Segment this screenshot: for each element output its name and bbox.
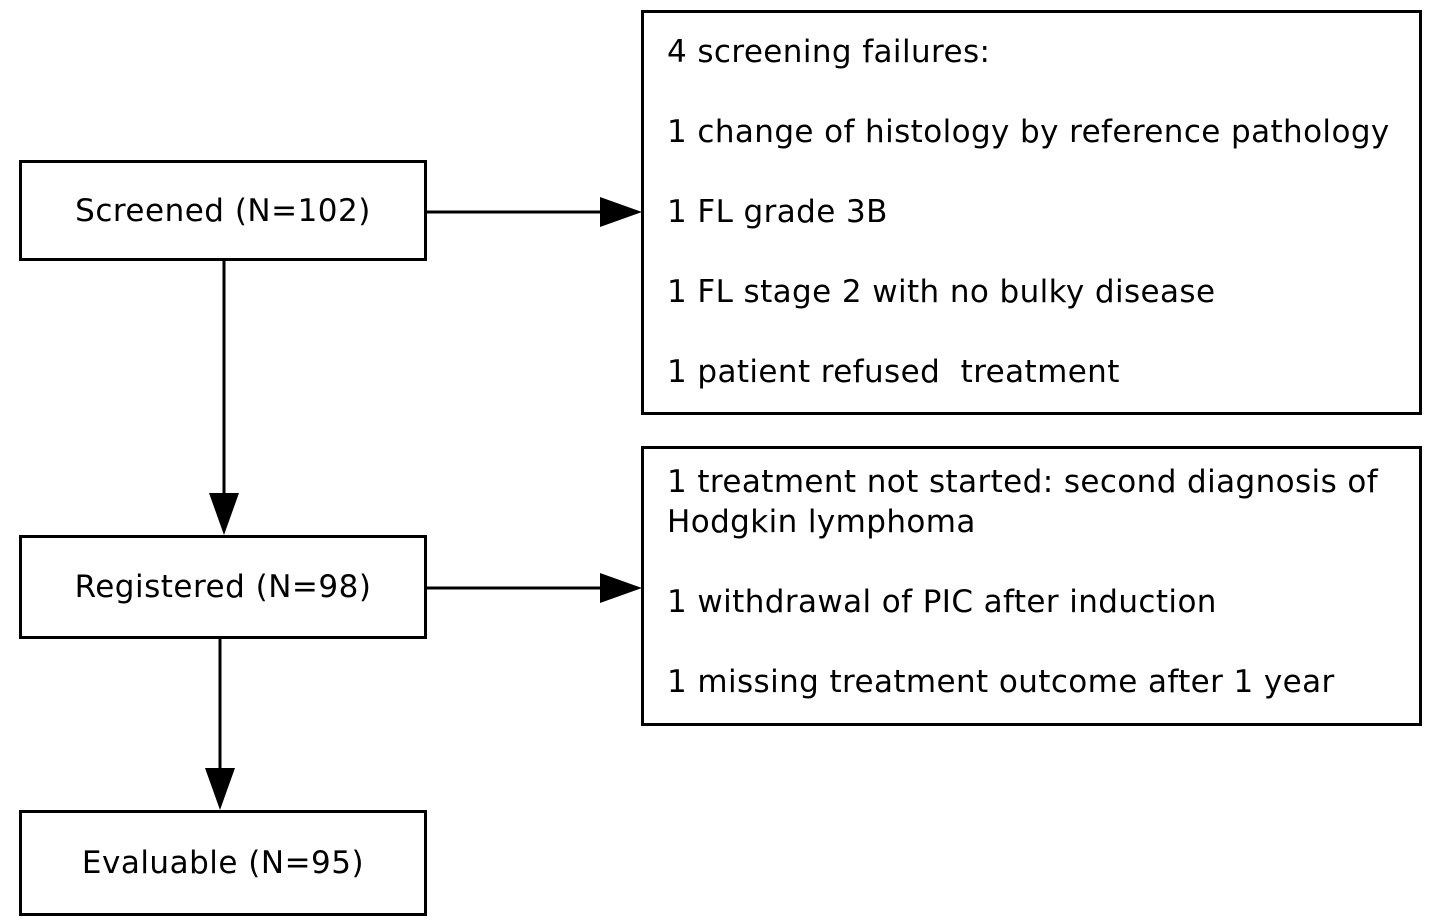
post-registration-exclusions-box: 1 treatment not started: second diagnosi… <box>641 446 1422 726</box>
exclusion-item: 1 withdrawal of PIC after induction <box>667 584 1217 620</box>
screened-label: Screened (N=102) <box>75 192 371 229</box>
registered-box: Registered (N=98) <box>19 535 427 639</box>
arrowhead-screened-to-registered <box>209 493 239 535</box>
registered-label: Registered (N=98) <box>74 569 372 605</box>
evaluable-box: Evaluable (N=95) <box>19 810 427 916</box>
arrowhead-screened-to-failures <box>600 197 642 227</box>
arrowhead-registered-to-evaluable <box>205 768 235 810</box>
exclusion-item: 1 treatment not started: second diagnosi… <box>667 464 1379 540</box>
screening-failure-item: 1 change of histology by reference patho… <box>667 114 1390 150</box>
screening-failures-box: 4 screening failures: 1 change of histol… <box>641 10 1422 415</box>
arrowhead-registered-to-exclusions <box>600 573 642 603</box>
exclusion-item: 1 missing treatment outcome after 1 year <box>667 664 1335 700</box>
screening-failures-heading: 4 screening failures: <box>667 34 991 70</box>
screening-failure-item: 1 FL grade 3B <box>667 194 888 230</box>
screening-failure-item: 1 patient refused treatment <box>667 354 1120 390</box>
evaluable-label: Evaluable (N=95) <box>81 845 365 881</box>
screened-box: Screened (N=102) <box>19 160 427 261</box>
screening-failure-item: 1 FL stage 2 with no bulky disease <box>667 274 1216 310</box>
